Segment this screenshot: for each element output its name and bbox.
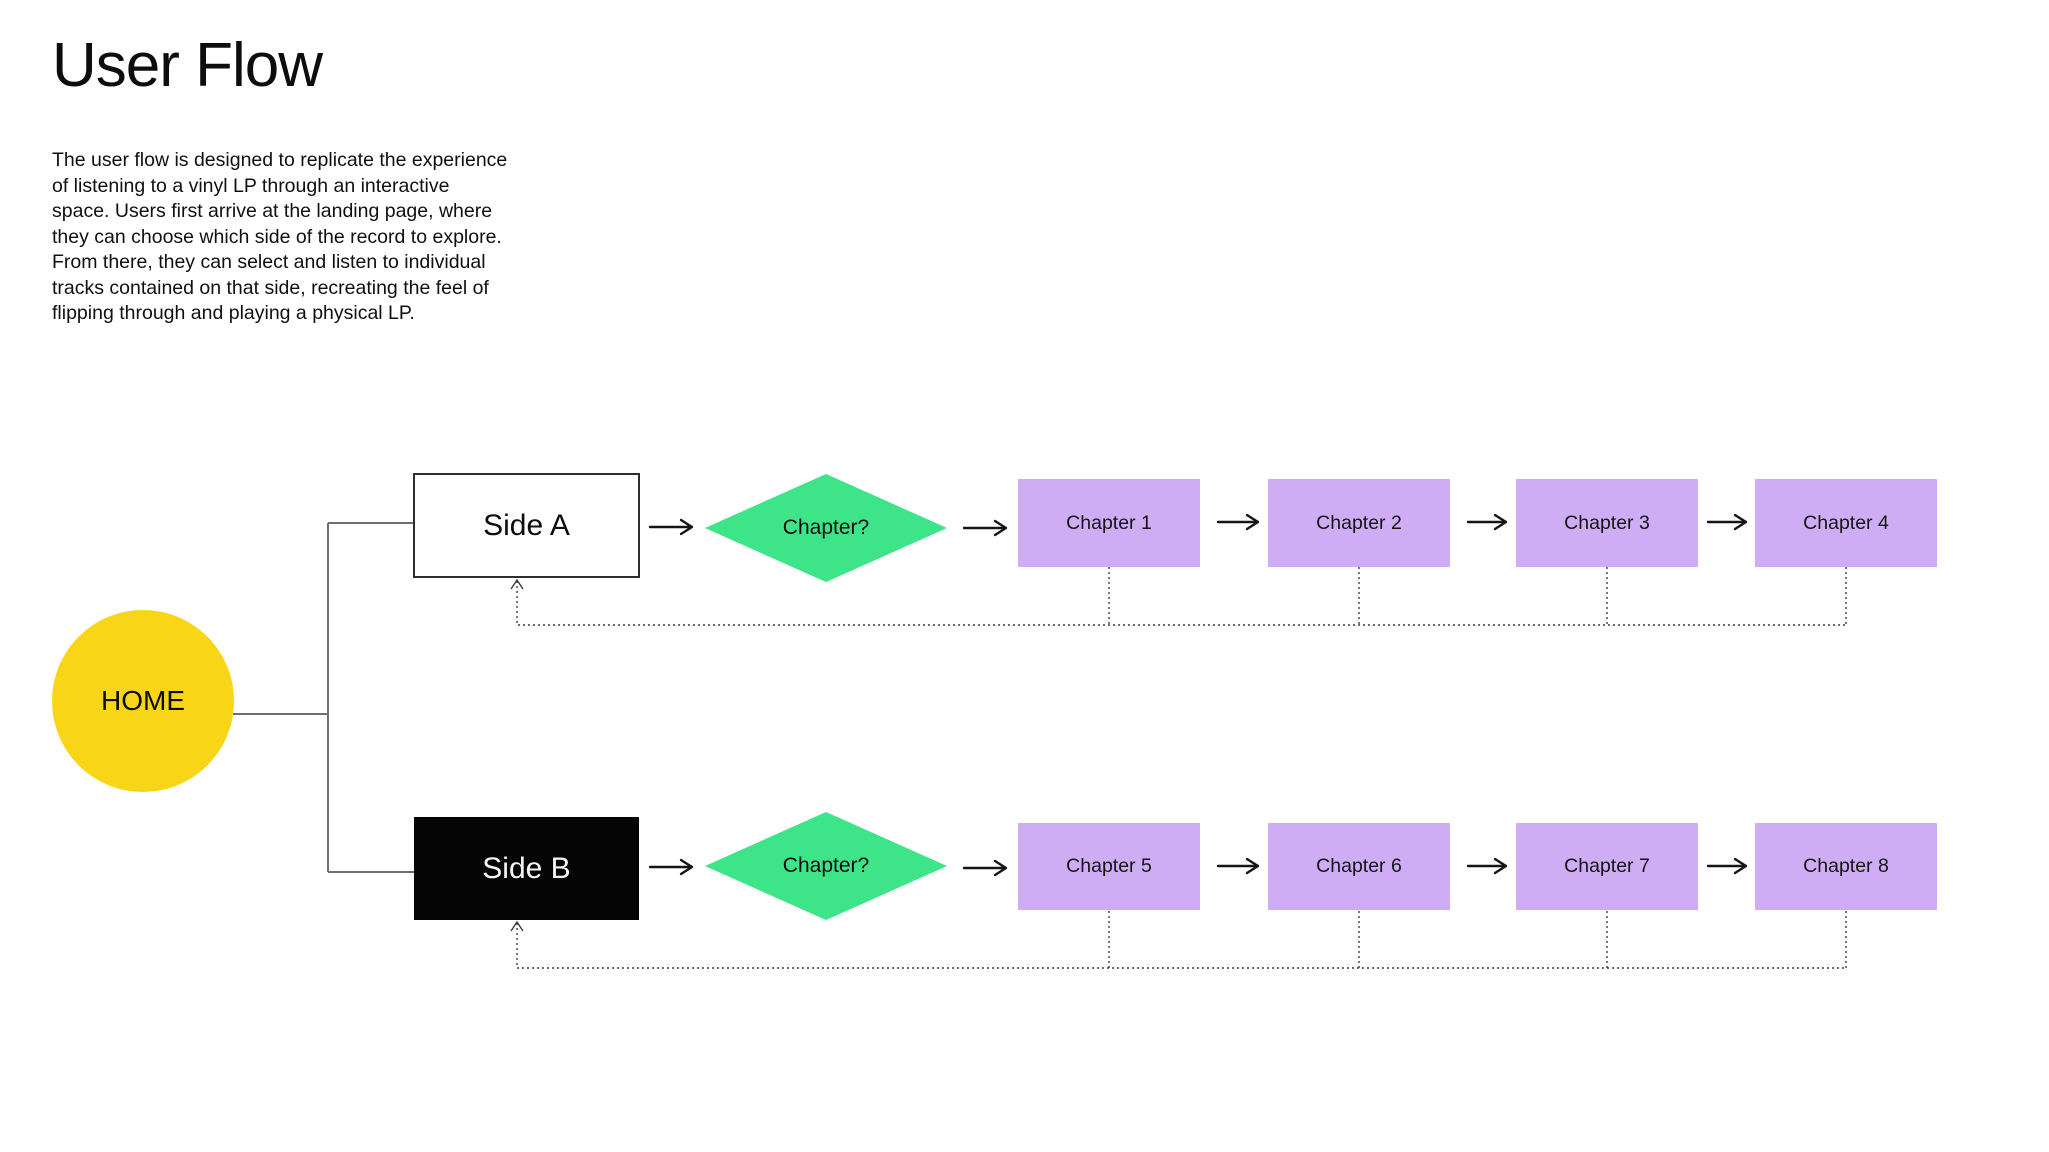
branch-lines <box>233 522 414 873</box>
node-chapter-6: Chapter 6 <box>1268 823 1450 910</box>
return-lines-row1 <box>516 567 1847 626</box>
node-chapter-5-label: Chapter 5 <box>1066 855 1152 877</box>
page-description: The user flow is designed to replicate t… <box>52 149 508 324</box>
node-chapter-5: Chapter 5 <box>1018 823 1200 910</box>
node-chapter-7: Chapter 7 <box>1516 823 1698 910</box>
node-side-a: Side A <box>413 473 640 578</box>
node-home: HOME <box>52 610 234 792</box>
node-decision-side-b-label: Chapter? <box>782 854 870 877</box>
return-arrowhead-side-b <box>510 920 524 932</box>
flow-arrows-row2 <box>648 857 1748 877</box>
node-side-b: Side B <box>414 817 639 920</box>
node-decision-side-a-label: Chapter? <box>782 516 870 539</box>
node-chapter-8: Chapter 8 <box>1755 823 1937 910</box>
node-chapter-2: Chapter 2 <box>1268 479 1450 567</box>
node-chapter-7-label: Chapter 7 <box>1564 855 1650 877</box>
node-home-label: HOME <box>101 685 185 716</box>
node-chapter-8-label: Chapter 8 <box>1803 855 1889 877</box>
node-chapter-6-label: Chapter 6 <box>1316 855 1402 877</box>
node-chapter-3: Chapter 3 <box>1516 479 1698 567</box>
node-side-a-label: Side A <box>483 508 570 542</box>
page-title: User Flow <box>52 31 323 100</box>
node-chapter-3-label: Chapter 3 <box>1564 511 1650 534</box>
return-lines-row2 <box>516 911 1847 969</box>
node-chapter-1-label: Chapter 1 <box>1066 511 1152 534</box>
node-chapter-4: Chapter 4 <box>1755 479 1937 567</box>
node-chapter-1: Chapter 1 <box>1018 479 1200 567</box>
return-arrowhead-side-a <box>510 578 524 590</box>
flow-arrows-row1 <box>648 513 1748 537</box>
node-chapter-4-label: Chapter 4 <box>1803 511 1889 534</box>
node-side-b-label: Side B <box>482 851 571 885</box>
node-chapter-2-label: Chapter 2 <box>1316 511 1402 534</box>
